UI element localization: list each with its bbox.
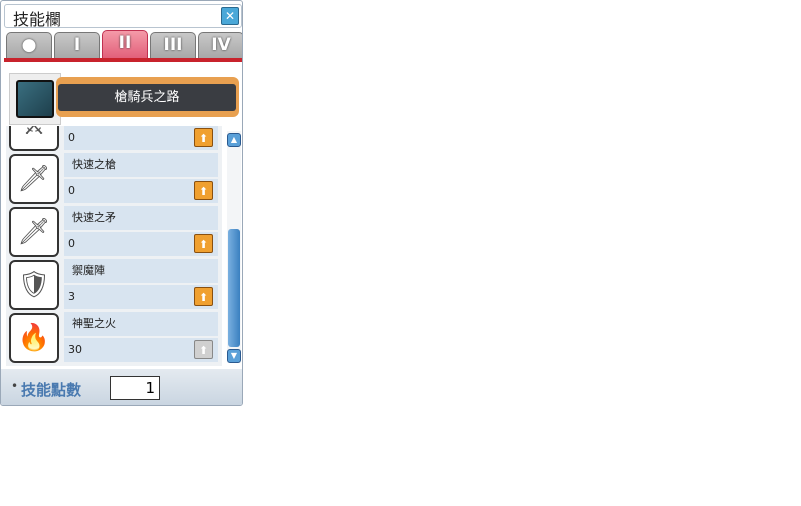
scroll-up-icon[interactable]: ▲ bbox=[227, 133, 241, 147]
tab-1st-job[interactable]: I bbox=[54, 32, 100, 58]
skill-icon: 🔥 bbox=[9, 313, 59, 363]
upgrade-button-disabled: ⬆ bbox=[194, 340, 213, 359]
skill-level: 30 bbox=[68, 343, 82, 356]
skill-name: 神聖之火 bbox=[64, 312, 218, 336]
upgrade-button[interactable]: ⬆ bbox=[194, 234, 213, 253]
skill-row: 🗡 快速之槍 0 ⬆ bbox=[6, 153, 222, 204]
skill-row: 🔥 神聖之火 30 ⬆ bbox=[6, 312, 222, 363]
skill-window: 技能欄 ✕ ● I II III IV 槍騎兵之路 ⚔ 0 ⬆ 🗡 快速之槍 0 ⬆… bbox=[0, 0, 243, 406]
skill-icon: ⚔ bbox=[9, 126, 59, 151]
skill-icon: 🛡 bbox=[9, 260, 59, 310]
tab-4th-job[interactable]: IV bbox=[198, 32, 242, 58]
close-icon[interactable]: ✕ bbox=[221, 7, 239, 25]
job-banner: 槍騎兵之路 bbox=[56, 77, 239, 117]
title-bar[interactable]: 技能欄 ✕ bbox=[4, 4, 242, 29]
job-name: 槍騎兵之路 bbox=[58, 84, 236, 111]
window-title: 技能欄 bbox=[13, 10, 62, 29]
skill-name: 禦魔陣 bbox=[64, 259, 218, 283]
scroll-thumb[interactable] bbox=[228, 229, 240, 347]
skill-icon: 🗡 bbox=[9, 154, 59, 204]
footer: • 技能點數 1 bbox=[1, 369, 242, 405]
upgrade-button[interactable]: ⬆ bbox=[194, 287, 213, 306]
scrollbar[interactable]: ▲ ▼ bbox=[227, 131, 241, 363]
tab-3rd-job[interactable]: III bbox=[150, 32, 196, 58]
skill-name: 快速之槍 bbox=[64, 153, 218, 177]
skill-points-value: 1 bbox=[110, 376, 160, 400]
skill-level: 3 bbox=[68, 290, 75, 303]
tab-2nd-job[interactable]: II bbox=[102, 30, 148, 58]
bullet-icon: • bbox=[11, 379, 19, 393]
skill-icon: 🗡 bbox=[9, 207, 59, 257]
skill-row: ⚔ 0 ⬆ bbox=[6, 126, 222, 151]
skill-level: 0 bbox=[68, 131, 75, 144]
skill-level: 0 bbox=[68, 184, 75, 197]
scroll-down-icon[interactable]: ▼ bbox=[227, 349, 241, 363]
skill-list: ⚔ 0 ⬆ 🗡 快速之槍 0 ⬆ 🗡 快速之矛 0 ⬆ 🛡 禦魔陣 3 ⬆ 🔥 神聖之火… bbox=[6, 126, 222, 366]
book-icon bbox=[9, 73, 61, 125]
skill-level: 0 bbox=[68, 237, 75, 250]
upgrade-button[interactable]: ⬆ bbox=[194, 128, 213, 147]
job-tabs: ● I II III IV bbox=[4, 30, 242, 62]
skill-name: 快速之矛 bbox=[64, 206, 218, 230]
upgrade-button[interactable]: ⬆ bbox=[194, 181, 213, 200]
job-header: 槍騎兵之路 bbox=[1, 63, 242, 125]
tab-beginner[interactable]: ● bbox=[6, 32, 52, 58]
skill-row: 🛡 禦魔陣 3 ⬆ bbox=[6, 259, 222, 310]
skill-points-label: 技能點數 bbox=[21, 381, 82, 399]
skill-row: 🗡 快速之矛 0 ⬆ bbox=[6, 206, 222, 257]
